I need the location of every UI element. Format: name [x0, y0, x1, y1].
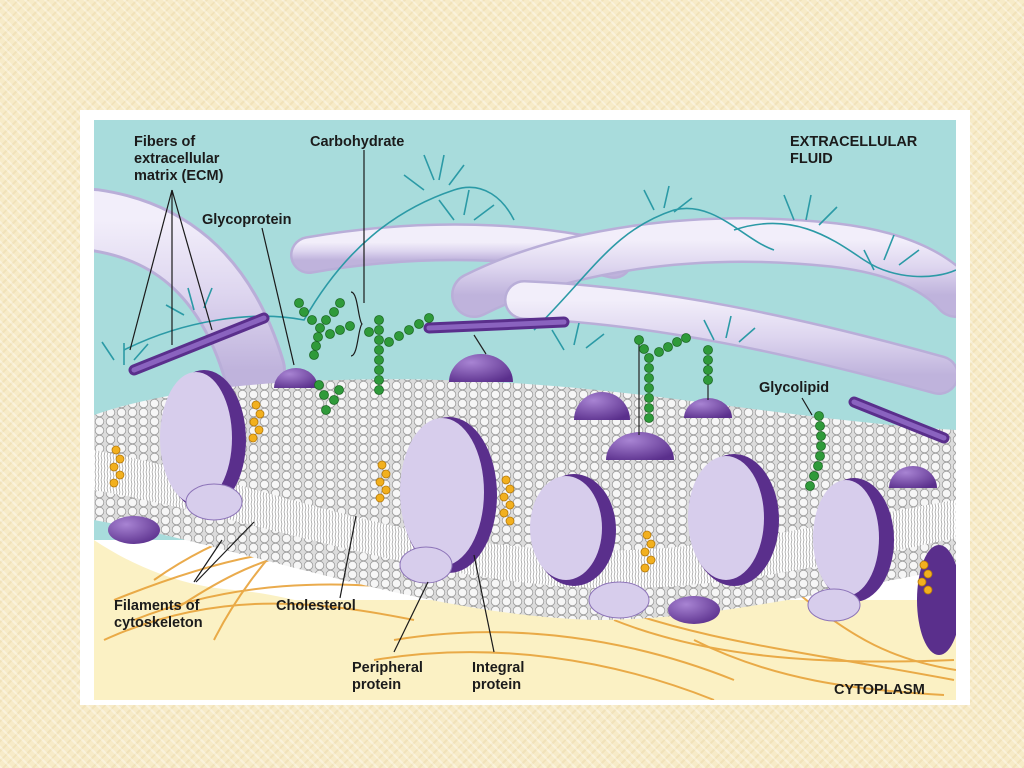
cell-membrane-diagram: Fibers of extracellular matrix (ECM) Car…	[94, 120, 956, 700]
label-glycolipid: Glycolipid	[759, 380, 829, 396]
fibronectin-rods	[128, 312, 950, 444]
label-extracellular-fluid: EXTRACELLULAR FLUID	[790, 134, 921, 167]
label-cholesterol: Cholesterol	[276, 598, 356, 614]
label-cytoplasm: CYTOPLASM	[834, 682, 925, 698]
leader-lines	[129, 150, 813, 653]
label-glycoprotein: Glycoprotein	[202, 212, 291, 228]
integral-proteins	[160, 370, 956, 655]
peripheral-proteins	[108, 516, 861, 624]
cholesterol-molecules	[109, 400, 933, 595]
carbohydrate-branches	[101, 154, 956, 365]
diagram-labels: Fibers of extracellular matrix (ECM) Car…	[114, 134, 925, 698]
label-integral-protein: Integral protein	[472, 660, 528, 693]
label-peripheral-protein: Peripheral protein	[352, 660, 427, 693]
glycoproteins	[274, 334, 937, 488]
carbohydrate-chains	[294, 298, 826, 491]
label-carbohydrate: Carbohydrate	[310, 134, 404, 150]
label-filaments-cytoskeleton: Filaments of cytoskeleton	[114, 598, 203, 631]
label-fibers-ecm: Fibers of extracellular matrix (ECM)	[134, 134, 224, 184]
ecm-fibers	[94, 188, 956, 402]
